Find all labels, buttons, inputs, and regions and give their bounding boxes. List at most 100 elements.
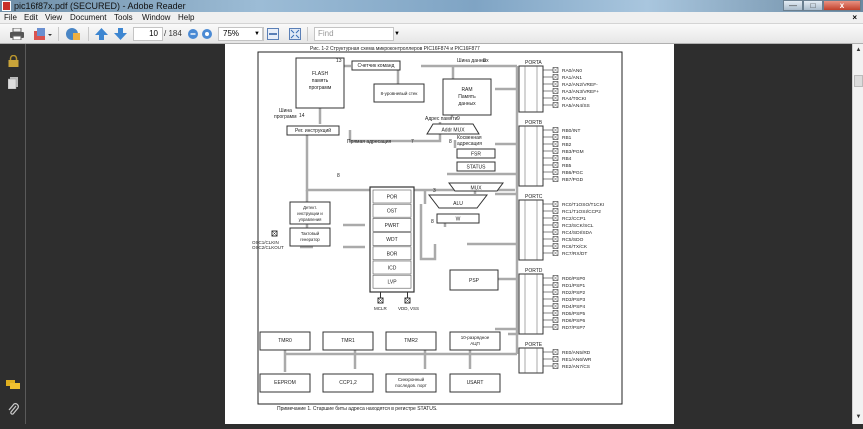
pin-label: RC1/T1OSI/CCP2: [562, 209, 601, 215]
port-block: [518, 273, 544, 335]
full-screen-button[interactable]: [288, 27, 302, 41]
pin-label: RD0/PSP0: [562, 276, 586, 282]
full-screen-icon: [289, 28, 301, 40]
scroll-down-arrow[interactable]: ▼: [855, 414, 862, 420]
next-page-button[interactable]: [113, 27, 127, 41]
pin-label: RB7/PGD: [562, 177, 584, 183]
reset-item-label: OST: [387, 209, 397, 215]
minimize-button[interactable]: —: [783, 0, 803, 11]
adc-label: АЦП: [470, 341, 480, 346]
flash-label: память: [312, 78, 329, 84]
scrollbar-thumb[interactable]: [854, 75, 863, 87]
create-pdf-button[interactable]: [32, 27, 54, 41]
pin-label: RD4/PSP4: [562, 304, 586, 310]
usart-label: USART: [467, 380, 484, 386]
window-title: pic16f87x.pdf (SECURED) - Adobe Reader: [14, 1, 186, 11]
menu-bar: File Edit View Document Tools Window Hel…: [0, 12, 863, 24]
collaborate-button[interactable]: [64, 27, 82, 41]
menu-edit[interactable]: Edit: [24, 13, 38, 22]
ram-label: RAM: [461, 87, 472, 93]
close-button[interactable]: x: [823, 0, 861, 11]
pin-label: RB0/INT: [562, 128, 580, 134]
eeprom-label: EEPROM: [274, 380, 296, 386]
page-number-input[interactable]: 10: [133, 27, 163, 41]
port-name: PORTD: [525, 268, 543, 274]
pin-label: RC2/CCP1: [562, 216, 586, 222]
close-document-icon[interactable]: ×: [852, 13, 857, 22]
vertical-scrollbar[interactable]: ▲ ▼: [852, 44, 863, 424]
zoom-in-button[interactable]: [201, 27, 213, 41]
port-block: [518, 125, 544, 187]
print-button[interactable]: [9, 27, 25, 41]
print-icon: [10, 28, 24, 40]
menu-window[interactable]: Window: [142, 13, 171, 22]
security-settings-button[interactable]: [6, 54, 20, 68]
port-name: PORTE: [525, 342, 543, 348]
maximize-button[interactable]: □: [803, 0, 823, 11]
pin-label: RA0/AN0: [562, 68, 582, 74]
comments-panel-button[interactable]: [6, 378, 20, 392]
program-bus-label: Шина: [279, 108, 292, 114]
previous-page-button[interactable]: [94, 27, 108, 41]
reset-item-label: PWRT: [385, 223, 400, 229]
status-label: STATUS: [467, 165, 487, 171]
pages-panel-button[interactable]: [6, 76, 20, 90]
title-bar: pic16f87x.pdf (SECURED) - Adobe Reader —…: [0, 0, 863, 12]
tmr1-label: TMR1: [341, 338, 355, 344]
stack-block: [373, 83, 425, 103]
tmr0-block: [259, 331, 311, 351]
menu-view[interactable]: View: [45, 13, 63, 22]
alu-label: ALU: [453, 201, 463, 207]
eeprom-block: [259, 373, 311, 393]
addr-mux-block: [426, 123, 480, 135]
pin-label: RB5: [562, 163, 572, 169]
tmr2-block: [385, 331, 437, 351]
find-options-dropdown[interactable]: ▼: [394, 31, 400, 37]
port-name: PORTC: [525, 194, 543, 200]
menu-document[interactable]: Document: [70, 13, 107, 22]
clock-label: генератор: [300, 237, 320, 242]
pin-label: RA5/AN4/SS: [562, 103, 590, 109]
clock-generator-block: [289, 227, 331, 247]
menu-tools[interactable]: Tools: [114, 13, 133, 22]
decoder-label: управления: [299, 217, 322, 222]
reset-item-box: [372, 274, 412, 289]
bus-width-label: 14: [299, 113, 305, 119]
ram-label: данных: [458, 101, 476, 107]
port-name: PORTB: [525, 120, 543, 126]
zoom-level-value: 75%: [223, 29, 240, 38]
reset-item-label: LVP: [387, 280, 397, 286]
fit-page-button[interactable]: [266, 27, 280, 41]
osc-label: OSC1/CLKIN: [252, 240, 279, 245]
menu-help[interactable]: Help: [178, 13, 195, 22]
fsr-block: [456, 148, 496, 159]
adobe-reader-icon: [2, 1, 11, 11]
zoom-level-select[interactable]: 75% ▼: [218, 27, 264, 41]
pin-label: RD5/PSP5: [562, 311, 586, 317]
reset-item-box: [372, 218, 412, 232]
zoom-in-icon: [202, 29, 212, 39]
scroll-up-arrow[interactable]: ▲: [855, 47, 862, 53]
find-input[interactable]: Find: [314, 27, 394, 41]
pages-icon: [8, 77, 18, 89]
pin-label: RA2/AN2/VREF-: [562, 82, 598, 88]
pin-label: RD6/PSP6: [562, 318, 586, 324]
adc-label: 10-разрядное: [461, 335, 490, 340]
block-diagram: Рис. 1-2 Структурная схема микроконтролл…: [252, 46, 623, 412]
zoom-out-icon: [188, 29, 198, 39]
pdf-page: Рис. 1-2 Структурная схема микроконтролл…: [225, 44, 674, 424]
pin-label: RE2/AN7/CS: [562, 364, 590, 370]
total-pages: / 184: [164, 29, 182, 38]
indirect-addressing-label: адресация: [457, 141, 482, 147]
port-name: PORTA: [525, 60, 542, 66]
zoom-out-button[interactable]: [187, 27, 199, 41]
menu-file[interactable]: File: [4, 13, 17, 22]
osc-label: OSC2/CLKOUT: [252, 245, 284, 250]
reset-item-label: WDT: [386, 237, 397, 243]
reset-item-box: [372, 232, 412, 246]
attachments-panel-button[interactable]: [6, 402, 20, 416]
fit-page-icon: [267, 28, 279, 40]
ram-label: Память: [458, 94, 476, 100]
bus-width-label: 8: [431, 219, 434, 225]
sync-port-label: Синхронный: [398, 376, 425, 382]
